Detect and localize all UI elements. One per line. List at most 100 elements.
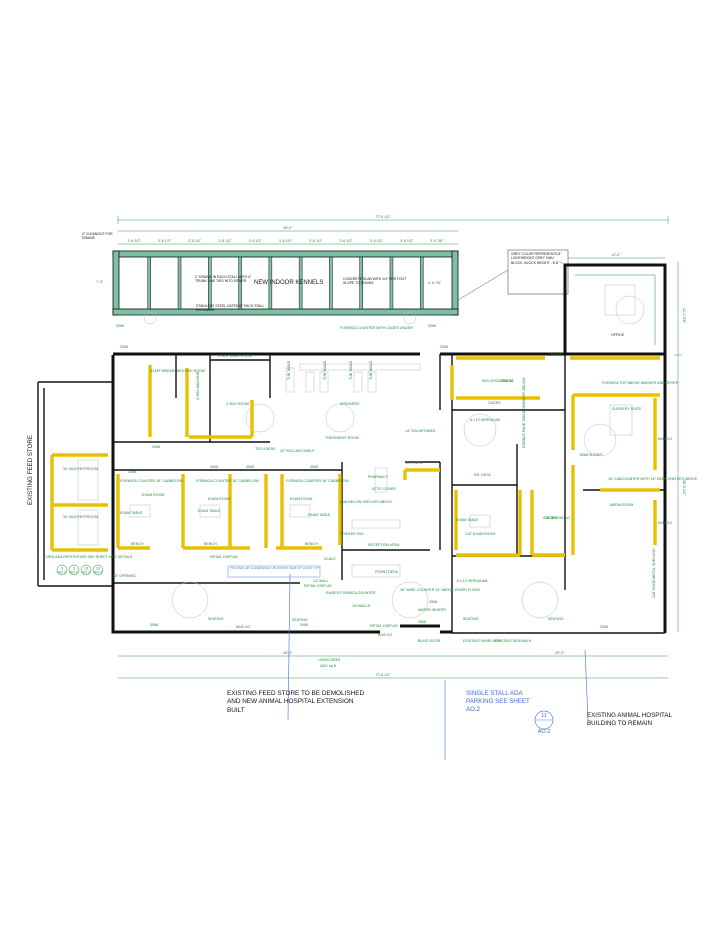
room-label-cages: CAGES — [488, 401, 501, 405]
detail-tag-number: 13 — [84, 566, 88, 570]
stall-dim: 3'-6 1/2" — [128, 239, 142, 243]
office-width-dim: 12'-0" — [611, 253, 621, 257]
kennel-stall-divider — [389, 256, 394, 310]
room-label-xray-room: X-RAY ROOM — [226, 402, 249, 406]
room-label-tub-table-3: TUB TABLE — [349, 360, 353, 380]
stall-dim: 3'-9 7/8" — [430, 239, 444, 243]
stall-dim: 3'-6 1/2" — [279, 239, 293, 243]
room-label-wide-counter: 36" WIDE COUNTER 34" ABOVE FINISH FLOOR — [400, 588, 480, 592]
living-area-label: LIVING AREA — [318, 658, 341, 662]
insulated-walls — [50, 356, 660, 557]
fixtures — [77, 311, 633, 619]
room-label-retail2: RETAIL DISPLAY — [304, 584, 333, 588]
detail-tag-circle — [92, 564, 104, 576]
door-label: 3068 SC — [500, 379, 514, 383]
kennel-stall-divider — [238, 256, 242, 310]
door-label: 2068 — [429, 600, 437, 604]
stall-dim: 3'-6 1/2" — [249, 239, 263, 243]
room-label-cat-food: CAT FOOD METAL SHELVING — [652, 548, 656, 598]
detail-tag-number: 3 — [61, 566, 63, 570]
kennels-title: NEW INDOOR KENNELS — [254, 280, 323, 286]
overall-bottom-dim: 77'-6 1/2" — [375, 673, 391, 677]
stall-dim: 3'-6 1/2" — [339, 239, 353, 243]
office-walls — [563, 263, 667, 354]
room-label-treatment: TREATMENT ROOM — [325, 436, 359, 440]
kennel-left-dim: 7'-3" — [96, 280, 104, 284]
kennel-stall-divider — [298, 256, 303, 310]
room-label-versalam1: 6 x 12 VERSALAM — [470, 418, 500, 422]
dimension-lines — [117, 216, 682, 679]
stall-dim: 3'-6 1/2" — [400, 239, 414, 243]
room-label-formica1: FORMICA COUNTER 18" CABBELOW — [120, 479, 183, 483]
right-upper-dim: 12'-2 5/8" — [682, 308, 686, 324]
room-label-isolation: ISOLATION ROOM — [482, 379, 513, 383]
detail-tag-ref: AO.2 — [70, 570, 78, 574]
block-note-leader — [457, 269, 509, 301]
overall-top-dim: 77'-6 1/2" — [375, 215, 391, 219]
interior-walls — [113, 354, 665, 590]
room-label-reception: RECEPTION AREA — [368, 543, 400, 547]
room-label-exam-table3: EXAM TABLE — [308, 513, 331, 517]
right-lower-dim: 38'-6 1/2" — [682, 480, 686, 496]
room-label-bench1: BENCH — [131, 542, 144, 546]
door-label: 3068 — [428, 324, 436, 328]
room-label-exam-table2: EXAM TABLE — [198, 509, 221, 513]
room-label-panel-box: EXISTING PANEL BOX — [463, 639, 501, 643]
demolish-note: EXISTING FEED STORE TO BE DEMOLISHED AND… — [227, 690, 364, 714]
room-label-solartubes: 14" SOLARTUBES — [405, 429, 436, 433]
detail-tag-number: 13 — [96, 566, 100, 570]
room-label-blind-door: BLIND DOOR — [418, 639, 441, 643]
door-label: 3068 — [300, 623, 308, 627]
living-area-value: 4021 sq ft — [320, 664, 336, 668]
room-label-walls-1: 1/2 WALL — [313, 579, 329, 583]
door-label: 3068 — [310, 465, 318, 469]
stall-dim: 3'-6 1/2" — [158, 239, 172, 243]
block-note: GREY COLOR REPRESENTS 8" LIGHTWEIGHT GRE… — [511, 252, 563, 265]
room-label-formica-washer: FORMICA TOP ABOVE WASHER AND DRYER — [602, 381, 679, 385]
room-label-dr-desk: DR. DESK — [406, 461, 424, 465]
room-label-front-desk: FRONT DESK — [375, 570, 399, 574]
door-label: 3068 SC — [550, 353, 564, 357]
room-label-bench3: BENCH — [305, 542, 318, 546]
room-label-scale: SCALE — [324, 557, 336, 561]
room-label-tub-table-1: TUB TABLE — [287, 360, 291, 380]
room-label-seating4: SEATING — [548, 617, 564, 621]
cleanout-note: 4" CLEANOUT FOR DRAINS — [82, 232, 113, 240]
clearance-note: PROVIDE 18" CLEARANCE ON STRIKE SIDE OF … — [230, 567, 319, 570]
room-label-xray-dark: X-RAY DARK ROOM — [218, 354, 252, 358]
room-label-exam-table4: EXAM TABLE — [456, 518, 479, 522]
room-label-tub-table-2: TUB TABLE — [323, 360, 327, 380]
room-label-double-pane: DOUBLE PANE TABLE DRAWERS BELOW — [522, 377, 526, 448]
room-label-bench2: BENCH — [204, 542, 217, 546]
room-label-seating2: SEATING — [292, 618, 308, 622]
kennel-stall-divider — [329, 256, 333, 310]
demolish-leader — [287, 573, 291, 721]
detail-tag-circle — [80, 564, 92, 576]
kennel-stall-divider — [359, 256, 363, 310]
room-label-cat-exam: CAT EXAM ROOM — [465, 532, 495, 536]
door-label: 6040 XO — [658, 521, 672, 525]
gates-note: STAINLESS STEEL GATES AT EACH STALL ENTR… — [196, 304, 264, 312]
room-label-rolling-shelf: 32" ROLLING SHELF — [280, 449, 315, 453]
detail-tag-circle — [68, 564, 80, 576]
door-label: 3068 — [116, 324, 124, 328]
kennel-width-dim: 48'-0" — [283, 226, 293, 230]
office-label: OFFICE — [611, 333, 625, 337]
stall-dim: 3'-6 1/2" — [218, 239, 232, 243]
detail-tag-ref: AO.2 — [58, 570, 66, 574]
feed-store-side-label: EXISTING FEED STORE — [27, 435, 34, 505]
room-label-formica2: FORMICA COUNTER 18" CABBELOW — [196, 479, 259, 483]
door-label: 3068 — [128, 470, 136, 474]
door-label: 3068 — [120, 345, 128, 349]
room-label-exam2: EXAM ROOM — [208, 497, 230, 501]
room-label-opening: 48" OPENING — [113, 574, 136, 578]
room-label-cat-boarding: CAT BOARDING — [543, 516, 570, 520]
door-label: 6040 XO — [658, 437, 672, 441]
room-label-cages2: CAGES — [544, 516, 557, 520]
stall-dim: 3'-6 1/2" — [309, 239, 323, 243]
room-label-retail1: RETAIL DISPLAY — [210, 555, 239, 559]
room-label-cab-below: CAB BELOW SHELVES ABOVE — [340, 500, 392, 504]
room-label-walls-2: 1/2 WALLS — [352, 604, 371, 608]
kennel-stall-divider — [268, 256, 273, 310]
